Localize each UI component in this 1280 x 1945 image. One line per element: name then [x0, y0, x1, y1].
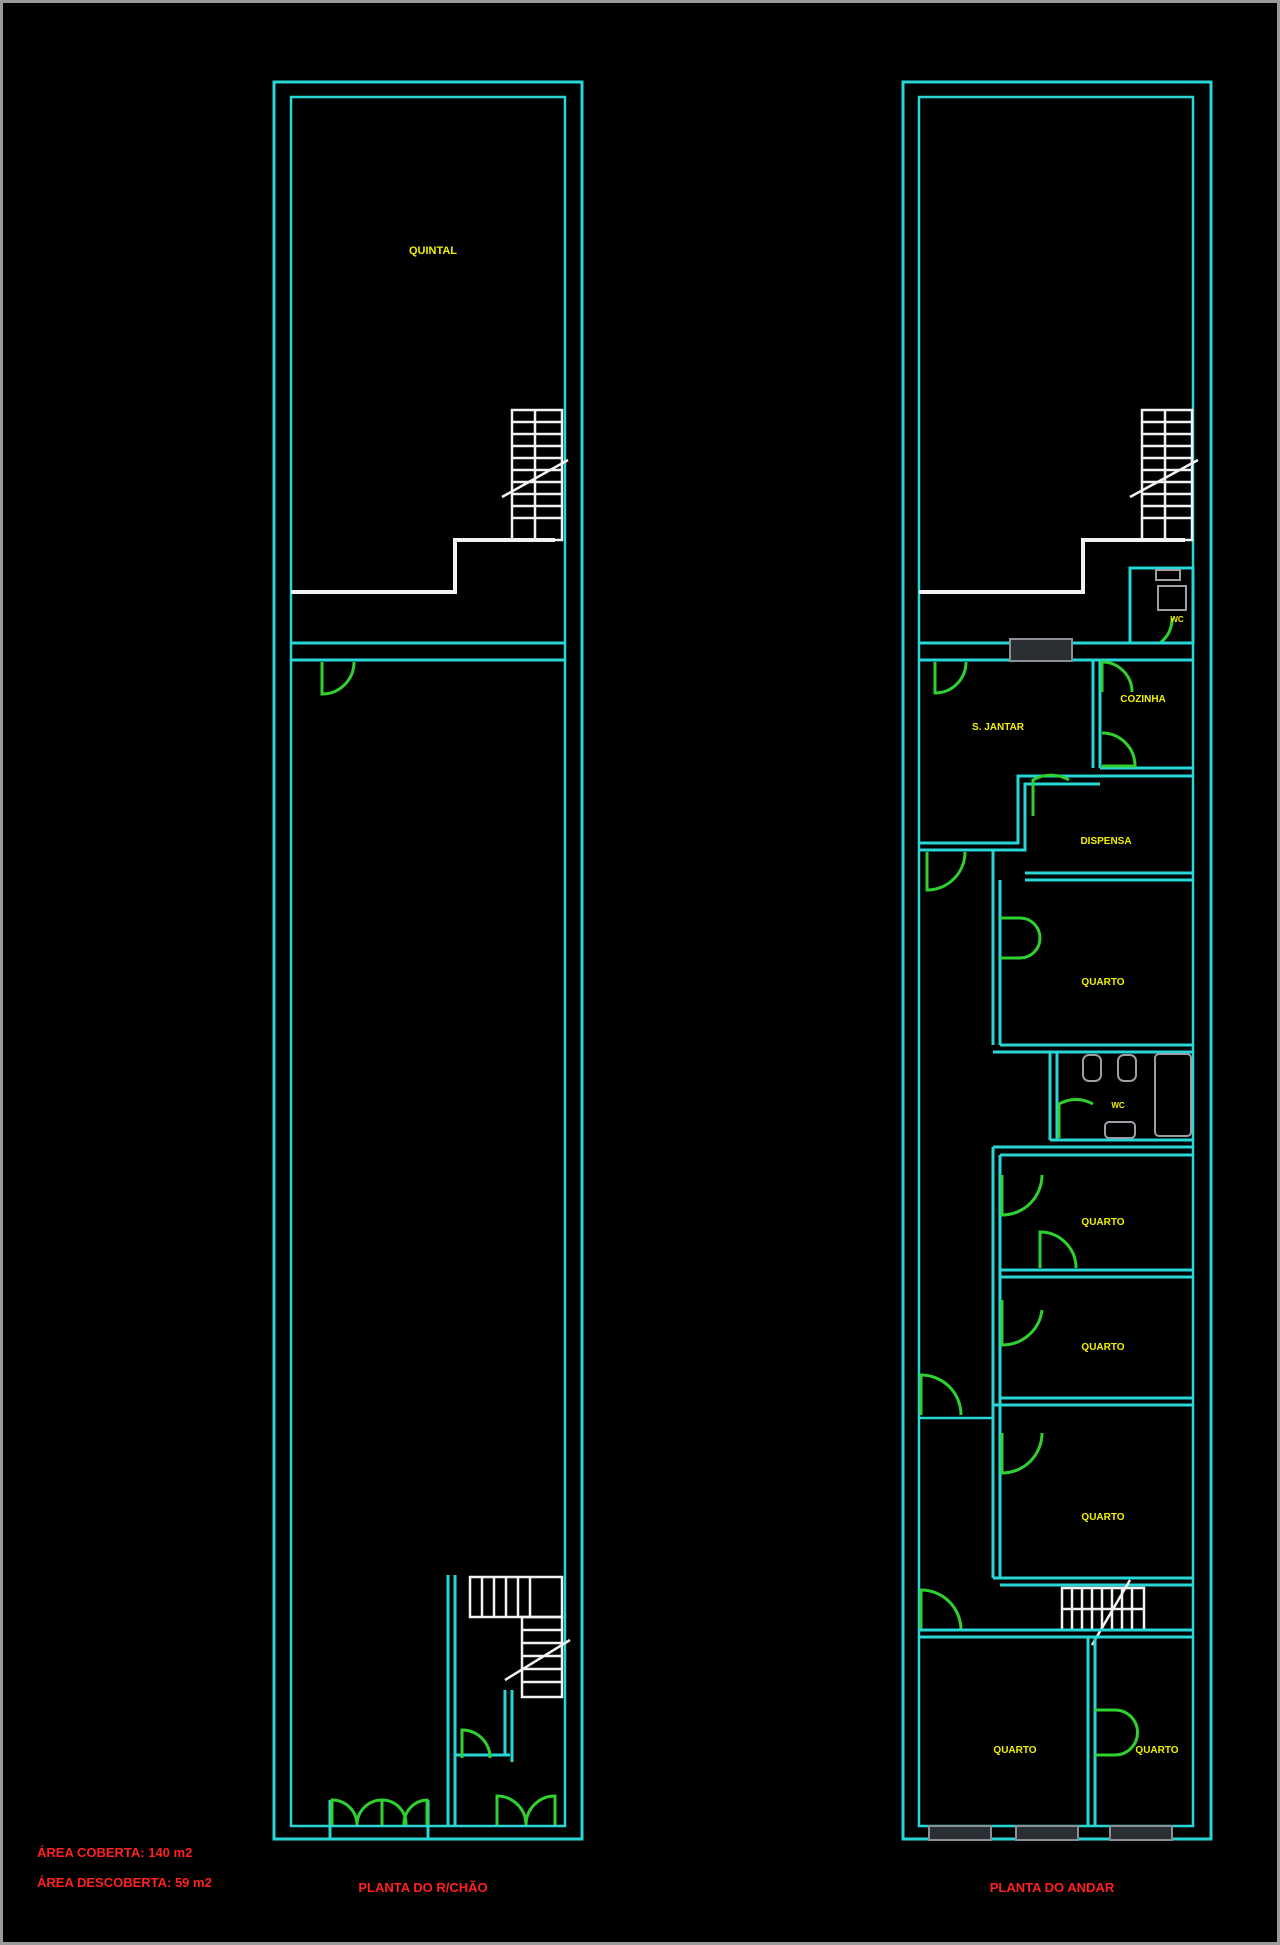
front-window-2 [1015, 1825, 1079, 1841]
dispensa-door [1031, 773, 1070, 816]
quarto-6-door [1095, 1708, 1139, 1757]
ground-yard-step-line [291, 538, 555, 594]
wc-sink-1 [1082, 1054, 1102, 1082]
room-label-quarto-3: QUARTO [1081, 1342, 1124, 1353]
ground-main-stair [468, 1575, 571, 1699]
front-window-1 [928, 1825, 992, 1841]
room-label-quarto-5: QUARTO [993, 1745, 1036, 1756]
upper-outer-wall [901, 80, 1213, 1841]
ground-yard-stair [501, 408, 569, 542]
upper-inner-wall [917, 95, 1195, 1828]
wc-bathtub [1154, 1053, 1192, 1137]
upper-stair [1060, 1579, 1146, 1646]
landing-door [919, 1588, 963, 1631]
wc-top-door [1130, 617, 1174, 645]
wc-mid-door [1057, 1097, 1094, 1138]
room-label-quintal: QUINTAL [409, 245, 457, 257]
quarto-2-door-inner [1038, 1230, 1078, 1269]
room-label-quarto-2: QUARTO [1081, 1217, 1124, 1228]
wc-toilet [1104, 1121, 1136, 1139]
front-window-3 [1109, 1825, 1173, 1841]
room-label-s-jantar: S. JANTAR [972, 722, 1025, 733]
ground-inner-wall [289, 95, 567, 1828]
room-label-cozinha: COZINHA [1120, 694, 1166, 705]
corridor-door [919, 1373, 963, 1416]
room-label-quarto-1: QUARTO [1081, 977, 1124, 988]
room-label-wc-mid: WC [1111, 1101, 1125, 1110]
room-label-quarto-4: QUARTO [1081, 1512, 1124, 1523]
room-label-dispensa: DISPENSA [1080, 836, 1131, 847]
wc-top-toilet [1157, 585, 1187, 611]
ground-outer-wall [272, 80, 584, 1841]
wc-sink-2 [1117, 1054, 1137, 1082]
upper-floor-plan: WC COZINHA S. JANTAR DISPENSA QUARTO [901, 80, 1213, 1895]
window-dining [1009, 638, 1073, 662]
ground-interior-door [320, 661, 356, 696]
ground-front-doors [328, 1794, 557, 1839]
cozinha-door [1101, 731, 1137, 768]
ground-floor-plan: QUINTAL PLANTA DO R/CHÃO [272, 80, 584, 1895]
upper-yard-step-line [919, 538, 1185, 594]
upper-yard-stair [1129, 408, 1199, 542]
cozinha-door-top [1100, 660, 1134, 693]
ground-floor-title: PLANTA DO R/CHÃO [358, 1880, 487, 1895]
room-label-wc-top: WC [1170, 615, 1184, 624]
area-covered-label: ÁREA COBERTA: 140 m2 [37, 1845, 192, 1860]
dining-door [933, 661, 968, 695]
quarto-2-door [1000, 1174, 1044, 1217]
hall-door-top [925, 851, 967, 892]
area-uncovered-label: ÁREA DESCOBERTA: 59 m2 [37, 1875, 212, 1890]
upper-floor-title: PLANTA DO ANDAR [990, 1880, 1115, 1895]
quarto-3-door [1000, 1300, 1044, 1347]
quarto-4-door [1000, 1432, 1044, 1475]
quarto-1-door [1000, 916, 1042, 960]
ground-stair-door [460, 1728, 492, 1759]
room-label-quarto-6: QUARTO [1135, 1745, 1178, 1756]
